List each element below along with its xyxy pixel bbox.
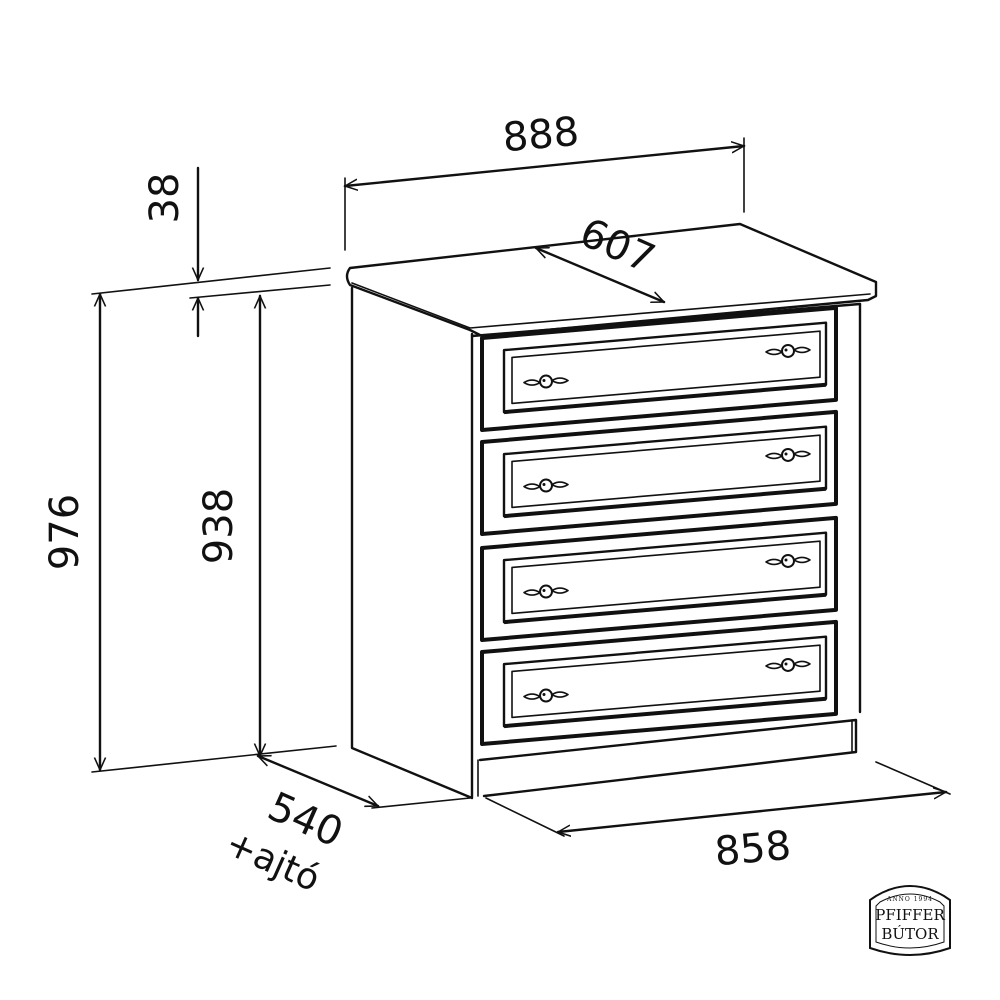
drawers-group xyxy=(480,305,838,746)
dim-38-label: 38 xyxy=(142,173,188,224)
drawer-front xyxy=(480,619,838,746)
drawer-1[interactable] xyxy=(480,305,838,432)
dim-total-height: 976 xyxy=(42,294,337,773)
drawer-front xyxy=(480,305,838,432)
dresser-body xyxy=(345,222,878,800)
drawer-4-right-knob-icon[interactable] xyxy=(765,657,811,672)
drawer-3[interactable] xyxy=(480,515,838,642)
logo-anno: ANNO 1994 xyxy=(886,896,933,903)
dim-width-body: 858 xyxy=(485,761,951,875)
drawer-3-right-knob-icon[interactable] xyxy=(765,553,811,568)
drawer-front xyxy=(480,409,838,536)
logo-brand-line2: BÚTOR xyxy=(881,925,939,943)
drawer-2-left-knob-icon[interactable] xyxy=(523,478,569,493)
dim-depth-body: 540 +ajtó xyxy=(219,754,471,900)
pfiffer-butor-logo: ANNO 1994 PFIFFER BÚTOR xyxy=(869,885,951,956)
dim-888-label: 888 xyxy=(501,109,581,161)
plinth xyxy=(478,718,858,798)
dim-depth-top: 607 xyxy=(536,210,664,304)
dim-width-top: 888 xyxy=(345,109,744,251)
drawer-front xyxy=(480,515,838,642)
drawer-1-left-knob-icon[interactable] xyxy=(523,374,569,389)
dim-858-label: 858 xyxy=(713,823,793,875)
dim-body-height: 938 xyxy=(196,296,260,756)
top-panel xyxy=(345,222,878,338)
drawer-1-right-knob-icon[interactable] xyxy=(765,343,811,358)
drawer-4-left-knob-icon[interactable] xyxy=(523,688,569,703)
dim-607-label: 607 xyxy=(573,210,661,283)
dim-976-label: 976 xyxy=(42,494,88,570)
drawer-3-left-knob-icon[interactable] xyxy=(523,584,569,599)
drawer-4[interactable] xyxy=(480,619,838,746)
dim-938-label: 938 xyxy=(196,488,242,564)
drawer-2-right-knob-icon[interactable] xyxy=(765,447,811,462)
dim-top-thickness: 38 xyxy=(91,166,331,338)
drawer-2[interactable] xyxy=(480,409,838,536)
side-panel xyxy=(350,286,474,800)
logo-brand-line1: PFIFFER xyxy=(875,906,945,924)
